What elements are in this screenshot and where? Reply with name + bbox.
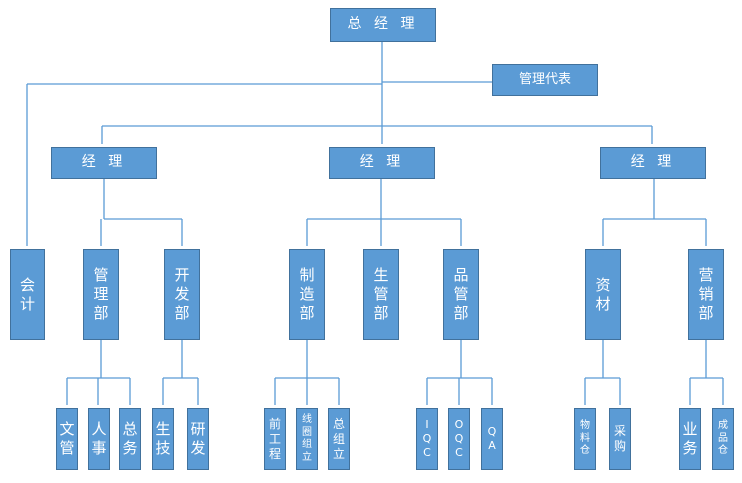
coil-assembly-box: 线 圈 组 立: [296, 408, 318, 470]
dev-dept-box: 开 发 部: [164, 249, 200, 340]
material-warehouse-box: 物 料 仓: [574, 408, 596, 470]
accounting-box: 会 计: [10, 249, 45, 340]
quality-dept-box: 品 管 部: [443, 249, 479, 340]
management-representative-box: 管理代表: [492, 64, 598, 96]
iqc-box: I Q C: [416, 408, 438, 470]
materials-dept-box: 资 材: [585, 249, 621, 340]
manager-right-box: 经 理: [600, 147, 706, 179]
oqc-box: O Q C: [448, 408, 470, 470]
rnd-box: 研 发: [187, 408, 209, 470]
connectors: [26, 42, 724, 405]
sales-dept-box: 营 销 部: [688, 249, 724, 340]
business-box: 业 务: [679, 408, 701, 470]
manager-left-box: 经 理: [51, 147, 157, 179]
manager-middle-box: 经 理: [329, 147, 435, 179]
final-assembly-box: 总 组 立: [328, 408, 350, 470]
qa-unit-box: Q A: [481, 408, 503, 470]
admin-dept-box: 管 理 部: [83, 249, 119, 340]
hr-box: 人 事: [88, 408, 110, 470]
production-control-dept-box: 生 管 部: [363, 249, 399, 340]
production-tech-box: 生 技: [152, 408, 174, 470]
purchasing-box: 采 购: [609, 408, 631, 470]
general-manager-box: 总 经 理: [330, 8, 436, 42]
finished-goods-warehouse-box: 成 品 仓: [712, 408, 734, 470]
manufacturing-dept-box: 制 造 部: [289, 249, 325, 340]
doc-control-box: 文 管: [56, 408, 78, 470]
general-affairs-box: 总 务: [119, 408, 141, 470]
front-process-box: 前 工 程: [264, 408, 286, 470]
